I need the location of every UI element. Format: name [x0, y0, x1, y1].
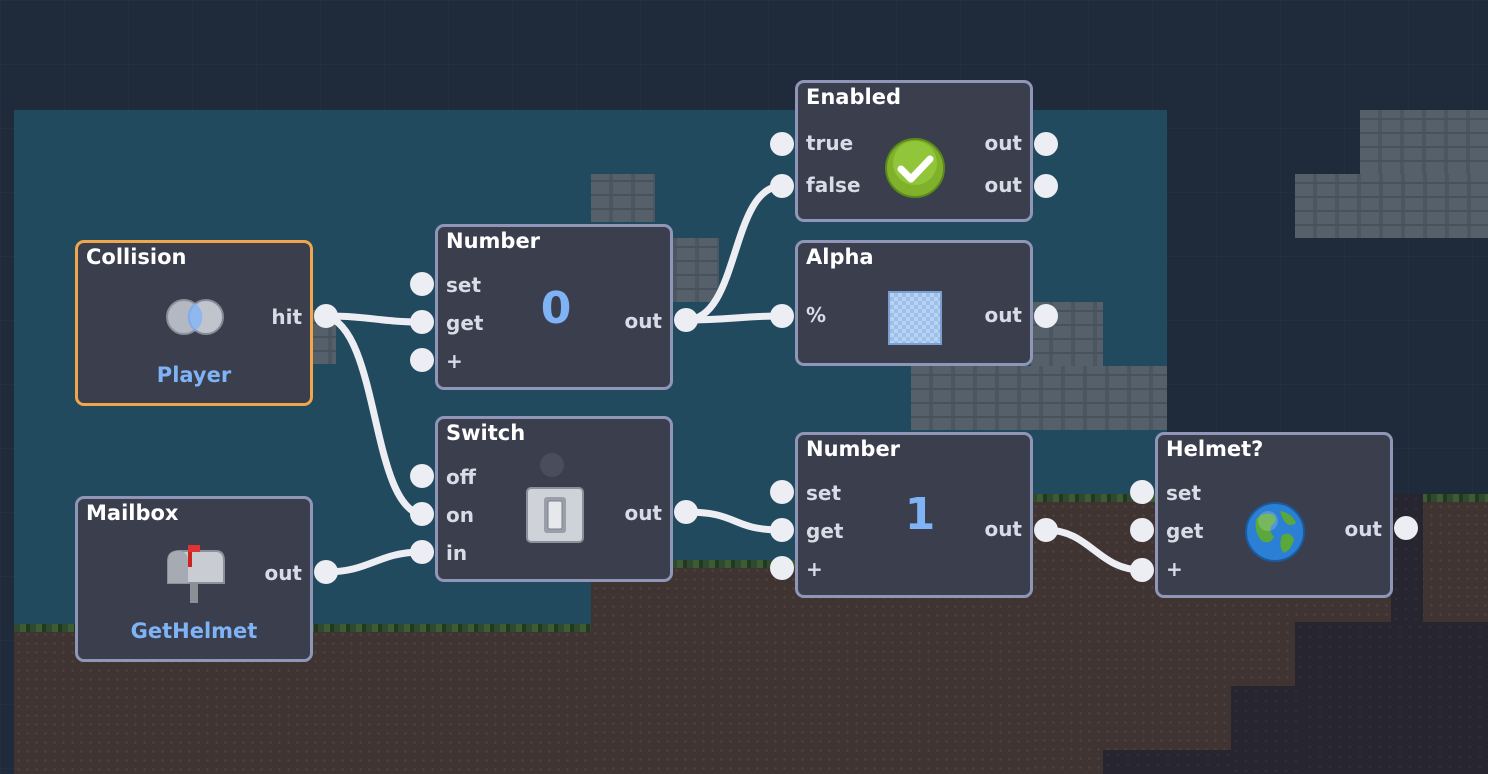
input-port-label: +: [446, 349, 463, 373]
mailbox-out-pin[interactable]: [314, 560, 338, 584]
output-port-label: out: [624, 309, 662, 333]
alpha-node[interactable]: Alpha % out: [795, 240, 1033, 366]
number-value: 1: [904, 489, 936, 540]
number-bottom-add-pin[interactable]: [770, 556, 794, 580]
output-port-label: out: [984, 131, 1022, 155]
number-top-set-pin[interactable]: [410, 272, 434, 296]
input-port-label: get: [446, 311, 484, 335]
input-port-label: +: [806, 557, 823, 581]
node-title: Switch: [446, 421, 526, 445]
green-check-icon: [885, 138, 945, 198]
node-title: Collision: [86, 245, 187, 269]
node-target-label: GetHelmet: [130, 619, 258, 643]
collision-node[interactable]: Collision hit Player: [75, 240, 313, 406]
toggle-switch-icon: [526, 487, 584, 543]
output-port-label: out: [984, 517, 1022, 541]
wire-number-to-alpha[interactable]: [682, 312, 786, 324]
enabled-out-pin-2[interactable]: [1034, 174, 1058, 198]
node-title: Helmet?: [1166, 437, 1264, 461]
input-port-label: +: [1166, 557, 1183, 581]
transparency-icon: [888, 291, 942, 345]
switch-node[interactable]: Switch off on in out: [435, 416, 673, 582]
stone-block: [1295, 174, 1488, 238]
enabled-out-pin-1[interactable]: [1034, 132, 1058, 156]
wire-number-to-helmet[interactable]: [1042, 526, 1146, 574]
enabled-node[interactable]: Enabled true false out out: [795, 80, 1033, 222]
switch-on-pin[interactable]: [410, 502, 434, 526]
cave-rock: [1295, 622, 1488, 774]
stone-block: [591, 174, 655, 222]
helmet-set-pin[interactable]: [1130, 480, 1154, 504]
node-title: Number: [806, 437, 901, 461]
cave-rock: [1231, 686, 1301, 774]
globe-icon: [1245, 502, 1305, 562]
stone-block: [1360, 110, 1488, 174]
cave-rock: [1103, 750, 1233, 774]
collision-icon: [166, 299, 224, 335]
input-port-label: in: [446, 541, 468, 565]
number-top-add-pin[interactable]: [410, 348, 434, 372]
wire-switch-to-number[interactable]: [682, 508, 786, 534]
input-port-label: get: [806, 519, 844, 543]
input-port-label: false: [806, 173, 861, 197]
output-port-label: out: [984, 303, 1022, 327]
alpha-percent-pin[interactable]: [770, 304, 794, 328]
output-port-label: out: [624, 501, 662, 525]
number-top-out-pin[interactable]: [674, 308, 698, 332]
input-port-label: set: [1166, 481, 1202, 505]
node-title: Number: [446, 229, 541, 253]
input-port-label: get: [1166, 519, 1204, 543]
helmet-out-pin[interactable]: [1394, 516, 1418, 540]
cave-rock: [1391, 494, 1423, 624]
node-title: Mailbox: [86, 501, 179, 525]
node-target-label: Player: [156, 363, 232, 387]
mailbox-node[interactable]: Mailbox out GetHelmet: [75, 496, 313, 662]
helmet-get-pin[interactable]: [1130, 518, 1154, 542]
input-port-label: on: [446, 503, 474, 527]
output-port-label: out: [1344, 517, 1382, 541]
number-bottom-out-pin[interactable]: [1034, 518, 1058, 542]
switch-out-pin[interactable]: [674, 500, 698, 524]
collision-hit-pin[interactable]: [314, 304, 338, 328]
wire-mailbox-to-switch-in[interactable]: [322, 548, 426, 576]
output-port-label: out: [984, 173, 1022, 197]
enabled-true-pin[interactable]: [770, 132, 794, 156]
node-title: Alpha: [806, 245, 874, 269]
number-value: 0: [540, 283, 572, 334]
output-port-label: out: [264, 561, 302, 585]
stone-block: [911, 366, 1167, 430]
wire-collision-to-switch-on[interactable]: [322, 312, 426, 519]
helmet-node[interactable]: Helmet? set get + out: [1155, 432, 1393, 598]
helmet-add-pin[interactable]: [1130, 558, 1154, 582]
input-port-label: set: [806, 481, 842, 505]
input-port-label: set: [446, 273, 482, 297]
switch-in-pin[interactable]: [410, 540, 434, 564]
status-led: [540, 453, 564, 477]
number-node-top[interactable]: Number set get + 0 out: [435, 224, 673, 390]
number-node-bottom[interactable]: Number set get + 1 out: [795, 432, 1033, 598]
switch-off-pin[interactable]: [410, 464, 434, 488]
number-top-get-pin[interactable]: [410, 310, 434, 334]
number-bottom-set-pin[interactable]: [770, 480, 794, 504]
wire-number-to-enabled-false[interactable]: [682, 182, 786, 324]
enabled-false-pin[interactable]: [770, 174, 794, 198]
mailbox-icon: [167, 545, 225, 603]
alpha-out-pin[interactable]: [1034, 304, 1058, 328]
input-port-label: off: [446, 465, 476, 489]
input-port-label: true: [806, 131, 854, 155]
output-port-label: hit: [271, 305, 302, 329]
node-title: Enabled: [806, 85, 901, 109]
number-bottom-get-pin[interactable]: [770, 518, 794, 542]
input-port-label: %: [806, 303, 827, 327]
